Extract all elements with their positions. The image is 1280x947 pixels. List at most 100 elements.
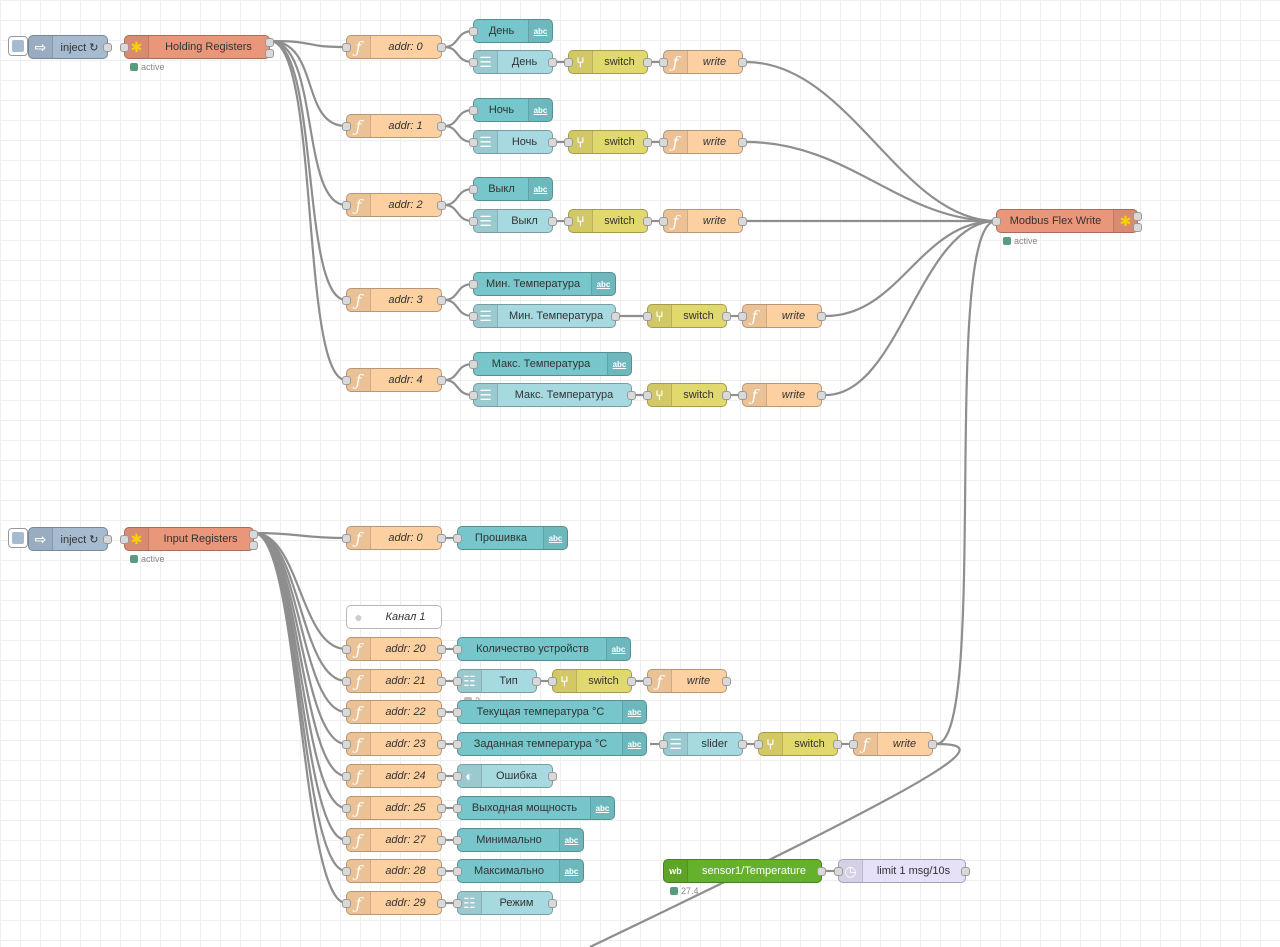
output-port[interactable] (437, 375, 446, 385)
text-node-firmware[interactable]: Прошивка abc (453, 526, 568, 550)
text-node-day[interactable]: День abc (469, 19, 553, 43)
input-port[interactable] (738, 390, 747, 400)
input-port[interactable] (453, 676, 462, 686)
output-port[interactable] (548, 216, 557, 226)
inject-node-2[interactable]: ⇨ inject ↻ (28, 527, 112, 551)
output-port[interactable] (1133, 212, 1142, 221)
input-port[interactable] (453, 898, 462, 908)
output-port[interactable] (437, 644, 446, 654)
input-port[interactable] (342, 200, 351, 210)
output-port[interactable] (643, 137, 652, 147)
output-port[interactable] (437, 676, 446, 686)
output-port[interactable] (738, 137, 747, 147)
input-port[interactable] (469, 184, 478, 194)
output-port[interactable] (437, 707, 446, 717)
write-node-set-temp[interactable]: ƒ write (849, 732, 937, 756)
input-port[interactable] (342, 533, 351, 543)
text-node-maximum[interactable]: Максимально abc (453, 859, 584, 883)
switch-node-off[interactable]: ⑂ switch (564, 209, 652, 233)
input-port[interactable] (453, 644, 462, 654)
write-node-day[interactable]: ƒ write (659, 50, 747, 74)
write-node-off[interactable]: ƒ write (659, 209, 747, 233)
function-node-ir-addr-29[interactable]: ƒ addr: 29 (342, 891, 446, 915)
ui-control-node-off[interactable]: ☰ Выкл (469, 209, 557, 233)
output-port[interactable] (548, 771, 557, 781)
text-node-off[interactable]: Выкл abc (469, 177, 553, 201)
input-port[interactable] (453, 835, 462, 845)
holding-registers-node[interactable]: ✱ Holding Registers (120, 35, 274, 59)
write-node-max-temp[interactable]: ƒ write (738, 383, 826, 407)
inject-button-2[interactable] (8, 528, 28, 548)
ui-control-node-min-temp[interactable]: ☰ Мин. Температура (469, 304, 620, 328)
output-port[interactable] (722, 676, 731, 686)
function-node-addr-3[interactable]: ƒ addr: 3 (342, 288, 446, 312)
output-port[interactable] (611, 311, 620, 321)
output-port[interactable] (738, 57, 747, 67)
input-port[interactable] (342, 676, 351, 686)
output-port[interactable] (738, 739, 747, 749)
output-port[interactable] (548, 57, 557, 67)
function-node-ir-addr-21[interactable]: ƒ addr: 21 (342, 669, 446, 693)
output-port[interactable] (833, 739, 842, 749)
input-port[interactable] (469, 359, 478, 369)
text-node-output-power[interactable]: Выходная мощность abc (453, 796, 615, 820)
text-node-set-temp[interactable]: Заданная температура °C abc (453, 732, 647, 756)
switch-node-night[interactable]: ⑂ switch (564, 130, 652, 154)
function-node-ir-addr-25[interactable]: ƒ addr: 25 (342, 796, 446, 820)
output-port[interactable] (1133, 223, 1142, 232)
input-registers-node[interactable]: ✱ Input Registers (120, 527, 258, 551)
input-port[interactable] (342, 42, 351, 52)
input-port[interactable] (469, 105, 478, 115)
input-port[interactable] (342, 739, 351, 749)
input-port[interactable] (342, 866, 351, 876)
output-port[interactable] (103, 534, 112, 544)
input-port[interactable] (754, 739, 763, 749)
output-port[interactable] (249, 530, 258, 539)
input-port[interactable] (849, 739, 858, 749)
output-port[interactable] (817, 311, 826, 321)
output-port[interactable] (928, 739, 937, 749)
input-port[interactable] (342, 644, 351, 654)
output-port[interactable] (643, 216, 652, 226)
switch-node-min-temp[interactable]: ⑂ switch (643, 304, 731, 328)
output-port[interactable] (627, 390, 636, 400)
write-node-night[interactable]: ƒ write (659, 130, 747, 154)
input-port[interactable] (659, 57, 668, 67)
input-port[interactable] (564, 57, 573, 67)
input-port[interactable] (120, 534, 129, 544)
text-node-minimum[interactable]: Минимально abc (453, 828, 584, 852)
input-port[interactable] (659, 739, 668, 749)
input-port[interactable] (469, 57, 478, 67)
function-node-addr-4[interactable]: ƒ addr: 4 (342, 368, 446, 392)
output-port[interactable] (722, 390, 731, 400)
output-port[interactable] (437, 295, 446, 305)
ui-control-node-max-temp[interactable]: ☰ Макс. Температура (469, 383, 636, 407)
function-node-addr-1[interactable]: ƒ addr: 1 (342, 114, 446, 138)
wb-sensor-node[interactable]: wb sensor1/Temperature (663, 859, 826, 883)
output-port[interactable] (437, 771, 446, 781)
output-port[interactable] (738, 216, 747, 226)
output-port[interactable] (103, 42, 112, 52)
text-node-max-temp[interactable]: Макс. Температура abc (469, 352, 632, 376)
comment-node-channel[interactable]: ● Канал 1 (346, 605, 442, 629)
output-port[interactable] (961, 866, 970, 876)
input-port[interactable] (342, 375, 351, 385)
text-node-device-count[interactable]: Количество устройств abc (453, 637, 631, 661)
output-port[interactable] (437, 533, 446, 543)
function-node-ir-addr-0[interactable]: ƒ addr: 0 (342, 526, 446, 550)
write-node-min-temp[interactable]: ƒ write (738, 304, 826, 328)
input-port[interactable] (453, 707, 462, 717)
input-port[interactable] (659, 137, 668, 147)
input-port[interactable] (992, 216, 1001, 226)
input-port[interactable] (469, 216, 478, 226)
output-port[interactable] (265, 38, 274, 47)
input-port[interactable] (453, 533, 462, 543)
input-port[interactable] (548, 676, 557, 686)
function-node-ir-addr-23[interactable]: ƒ addr: 23 (342, 732, 446, 756)
input-port[interactable] (453, 803, 462, 813)
input-port[interactable] (834, 866, 843, 876)
inject-button-1[interactable] (8, 36, 28, 56)
dropdown-node-type[interactable]: ☷ Тип (453, 669, 541, 693)
inject-node-1[interactable]: ⇨ inject ↻ (28, 35, 112, 59)
output-port[interactable] (627, 676, 636, 686)
